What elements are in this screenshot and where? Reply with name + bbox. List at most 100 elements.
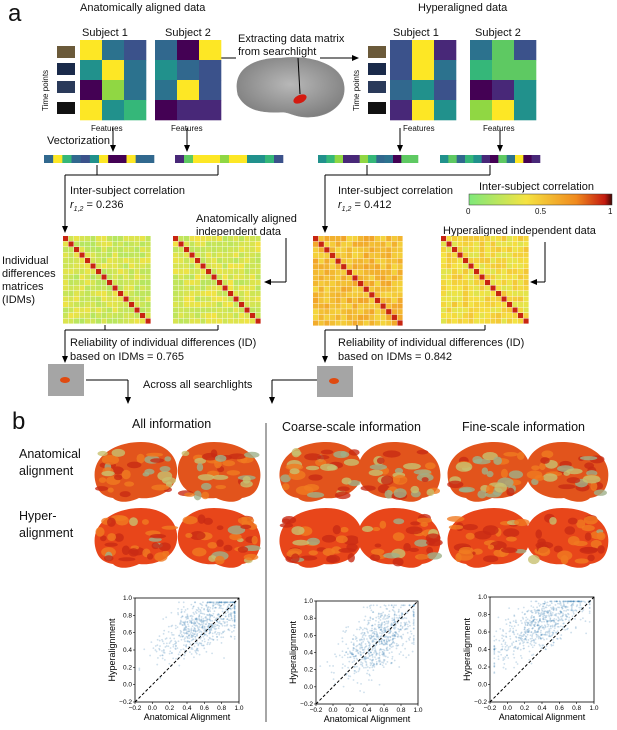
scatter-point (412, 627, 415, 630)
scatter-point (231, 631, 233, 633)
colorbar-title: Inter-subject correlation (479, 181, 594, 193)
y-tick-label: 0.2 (478, 664, 487, 671)
scatter-point (355, 665, 358, 668)
scatter-point (202, 624, 204, 626)
left-idm-2 (173, 236, 261, 324)
scatter-point (559, 601, 562, 604)
scatter-point (530, 662, 533, 665)
scatter-point (512, 620, 515, 623)
scatter-point (369, 637, 372, 640)
scatter-point (530, 623, 533, 626)
scatter-point (200, 619, 203, 622)
scatter-point (195, 624, 198, 627)
scatter-point (175, 645, 177, 648)
scatter-point (364, 657, 367, 660)
scatter-point (550, 620, 553, 622)
scatter-point (379, 606, 382, 608)
scatter-point (551, 633, 554, 636)
scatter-point (390, 643, 393, 646)
scatter-point (358, 620, 360, 623)
scatter-point (366, 638, 368, 640)
scatter-point (170, 611, 173, 614)
scatter-point (387, 628, 389, 631)
scatter-point (508, 607, 511, 610)
scatter-point (546, 634, 548, 636)
scatter-point (216, 617, 219, 620)
scatter-point (213, 601, 215, 604)
scatter-point (584, 601, 587, 604)
scatter-point (521, 635, 523, 637)
scatter-point (371, 664, 374, 667)
scatter-point (493, 651, 496, 654)
scatter-point (395, 604, 397, 607)
scatter-point (231, 601, 234, 604)
scatter-point (206, 601, 209, 604)
scatter-point (352, 643, 355, 646)
scatter-point (183, 622, 185, 625)
scatter-point (553, 619, 556, 622)
scatter-point (556, 637, 559, 640)
scatter-point (412, 604, 415, 607)
scatter-point (354, 655, 357, 658)
scatter-point (369, 661, 372, 664)
scatter-point (383, 621, 386, 624)
scatter-point (349, 651, 352, 654)
scatter-point (412, 634, 415, 637)
scatter-point (409, 636, 412, 639)
scatter-point (564, 606, 567, 609)
scatter-point (520, 636, 523, 639)
scatter-point (161, 654, 164, 657)
scatter-point (179, 621, 182, 624)
scatter-point (531, 646, 534, 649)
scatter-point (352, 655, 355, 658)
scatter-point (553, 627, 556, 630)
scatter-point (379, 648, 382, 650)
scatter-point (355, 654, 357, 657)
scatter-point (175, 642, 177, 645)
scatter-point (571, 603, 574, 606)
scatter-point (408, 604, 411, 607)
scatter-point (412, 618, 415, 621)
scatter-point (185, 645, 188, 648)
scatter-point (520, 632, 522, 635)
scatter-point (211, 601, 214, 604)
left-indep-label: Anatomically aligned independent data (196, 213, 297, 238)
scatter-point (390, 630, 392, 633)
scatter-point (224, 612, 227, 615)
scatter-point (510, 625, 513, 628)
scatter-point (550, 614, 552, 617)
y-tick-label: 0.4 (123, 647, 132, 654)
scatter-point (522, 647, 525, 650)
scatter-point (229, 635, 232, 638)
scatter-point (532, 619, 535, 621)
scatter-point (161, 649, 163, 652)
x-tick-label: −0.2 (129, 705, 142, 712)
scatter-point (183, 638, 186, 641)
scatter-point (347, 675, 350, 677)
scatter-point (493, 639, 496, 642)
scatter-point (561, 615, 564, 618)
scatter-point (202, 644, 204, 647)
scatter-point (392, 621, 395, 624)
scatter-point (229, 601, 232, 604)
y-tick-label: 0.0 (304, 684, 313, 691)
scatter-point (375, 651, 377, 654)
scatter-point (172, 643, 175, 646)
scatter-point (502, 635, 505, 638)
scatter-point (375, 654, 378, 657)
scatter-point (360, 632, 363, 635)
scatter-point (553, 625, 556, 628)
scatter-point (559, 637, 562, 639)
scatter-point (384, 635, 387, 638)
scatter-point (541, 637, 544, 640)
scatter-point (379, 616, 382, 619)
scatter-point (207, 610, 210, 613)
scatter-point (221, 601, 223, 604)
scatter-point (202, 617, 205, 620)
scatter-point (530, 631, 533, 633)
scatter-point (190, 627, 193, 630)
scatter-point (369, 664, 372, 667)
scatter-point (373, 632, 376, 635)
scatter-point (378, 626, 380, 629)
scatter-point (190, 621, 193, 624)
